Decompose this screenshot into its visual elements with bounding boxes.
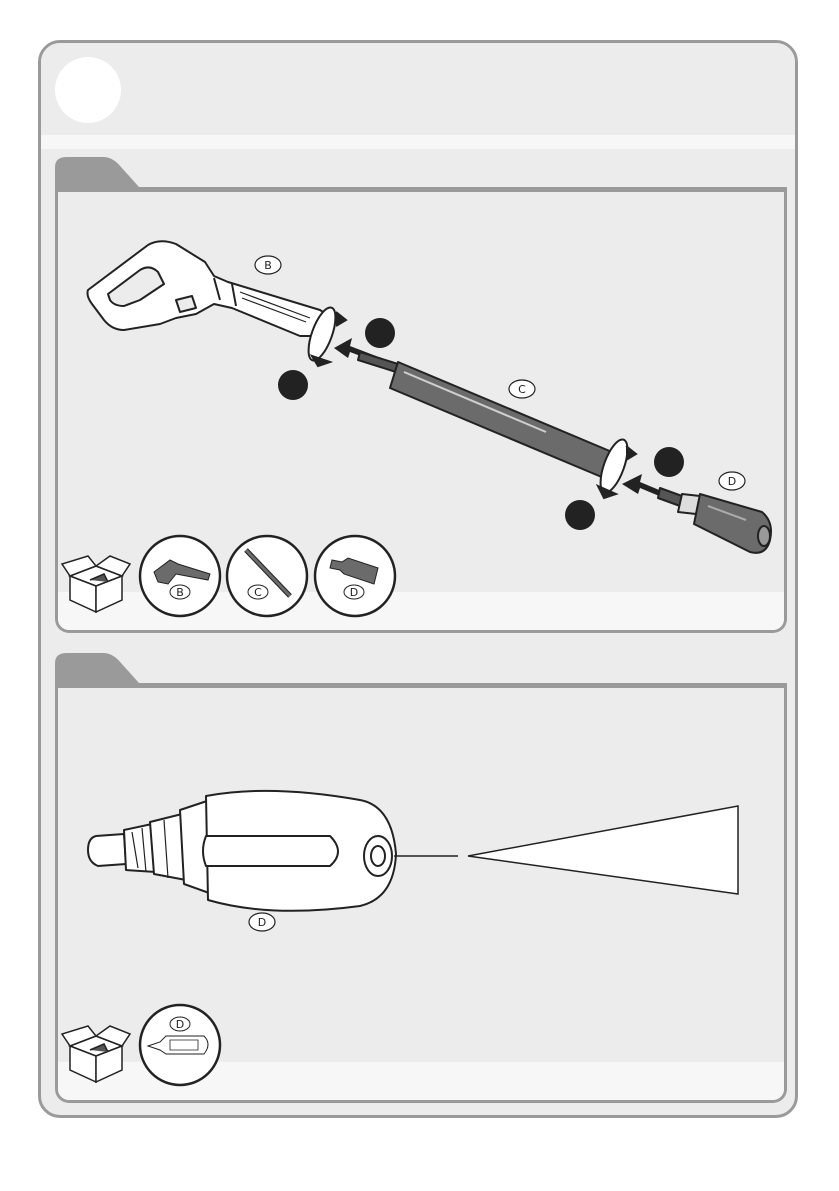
lance-illustration xyxy=(358,352,612,478)
svg-text:C: C xyxy=(518,383,526,396)
label-C: C xyxy=(509,380,535,398)
part-circle-nozzle: D xyxy=(315,536,395,616)
step-marker xyxy=(654,447,684,477)
label-D: D xyxy=(249,913,275,931)
push-arrow-lance xyxy=(622,474,664,498)
svg-text:B: B xyxy=(264,259,272,272)
svg-text:C: C xyxy=(254,586,262,599)
svg-text:D: D xyxy=(350,586,358,599)
label-D: D xyxy=(719,472,745,490)
spray-gun-illustration xyxy=(88,241,328,336)
box-icon xyxy=(62,556,130,612)
box-icon xyxy=(62,1026,130,1082)
svg-text:D: D xyxy=(728,475,736,488)
svg-text:D: D xyxy=(258,916,266,929)
step-marker xyxy=(278,370,308,400)
step-marker xyxy=(565,500,595,530)
svg-text:D: D xyxy=(176,1018,184,1031)
part-circle-gun: B xyxy=(140,536,220,616)
spray-cone xyxy=(394,806,738,894)
part-circle-nozzle: D xyxy=(140,1005,220,1085)
svg-text:B: B xyxy=(176,586,184,599)
step-marker xyxy=(365,318,395,348)
nozzle-illustration xyxy=(658,488,771,553)
part-circle-lance: C xyxy=(227,536,307,616)
label-B: B xyxy=(255,256,281,274)
nozzle-large-illustration xyxy=(88,791,396,911)
